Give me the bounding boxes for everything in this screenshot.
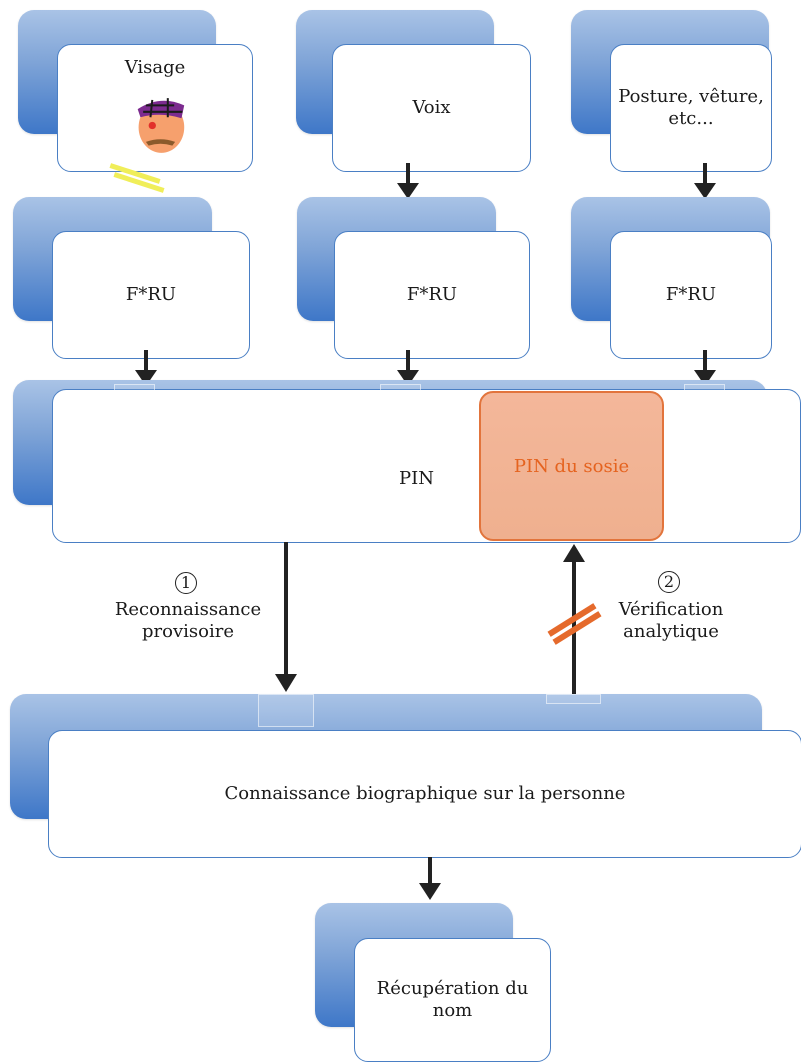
down-arrow-icon (397, 350, 419, 386)
posture-label: Posture, vêture, etc... (618, 86, 764, 129)
fru-left-label: F*RU (125, 284, 177, 306)
voix-label: Voix (412, 97, 451, 119)
fru-right-label: F*RU (665, 284, 717, 306)
pin-du-sosie-label: PIN du sosie (513, 455, 630, 477)
path-number-1-label: 1 (180, 573, 192, 592)
down-arrow-icon (275, 542, 297, 692)
biography-box: Connaissance biographique sur la personn… (48, 730, 801, 858)
down-arrow-icon (135, 350, 157, 386)
connector-mark-left (114, 384, 155, 392)
path-number-2-label: 2 (663, 572, 675, 591)
visage-box: Visage (57, 44, 253, 172)
voix-box: Voix (332, 44, 531, 172)
down-arrow-icon (694, 163, 716, 199)
fru-left-box: F*RU (52, 231, 250, 359)
pin-box: PIN (52, 389, 801, 543)
path-number-1: 1 (175, 572, 197, 594)
biography-label: Connaissance biographique sur la personn… (224, 783, 626, 805)
pin-du-sosie-box: PIN du sosie (479, 391, 664, 541)
connector-mark-middle (380, 384, 421, 392)
fru-right-box: F*RU (610, 231, 772, 359)
path-number-2: 2 (658, 571, 680, 593)
pin-label: PIN (399, 468, 434, 489)
face-icon (137, 98, 185, 153)
name-box: Récupération du nom (354, 938, 551, 1062)
fru-middle-label: F*RU (406, 284, 458, 306)
visage-label: Visage (124, 57, 186, 78)
reconnaissance-provisoire-label: Reconnaissance provisoire (114, 599, 262, 642)
double-slash-icon (109, 163, 165, 193)
down-arrow-icon (397, 163, 419, 199)
connector-mark-right (684, 384, 725, 392)
connector-mark-biography-left (258, 694, 314, 727)
fru-middle-box: F*RU (334, 231, 530, 359)
up-arrow-icon (563, 544, 585, 694)
name-label: Récupération du nom (376, 978, 529, 1021)
down-arrow-icon (419, 857, 441, 900)
connector-mark-biography-right (546, 694, 601, 704)
double-slash-icon (547, 603, 602, 645)
down-arrow-icon (694, 350, 716, 386)
posture-box: Posture, vêture, etc... (610, 44, 772, 172)
verification-analytique-label: Vérification analytique (618, 599, 724, 642)
